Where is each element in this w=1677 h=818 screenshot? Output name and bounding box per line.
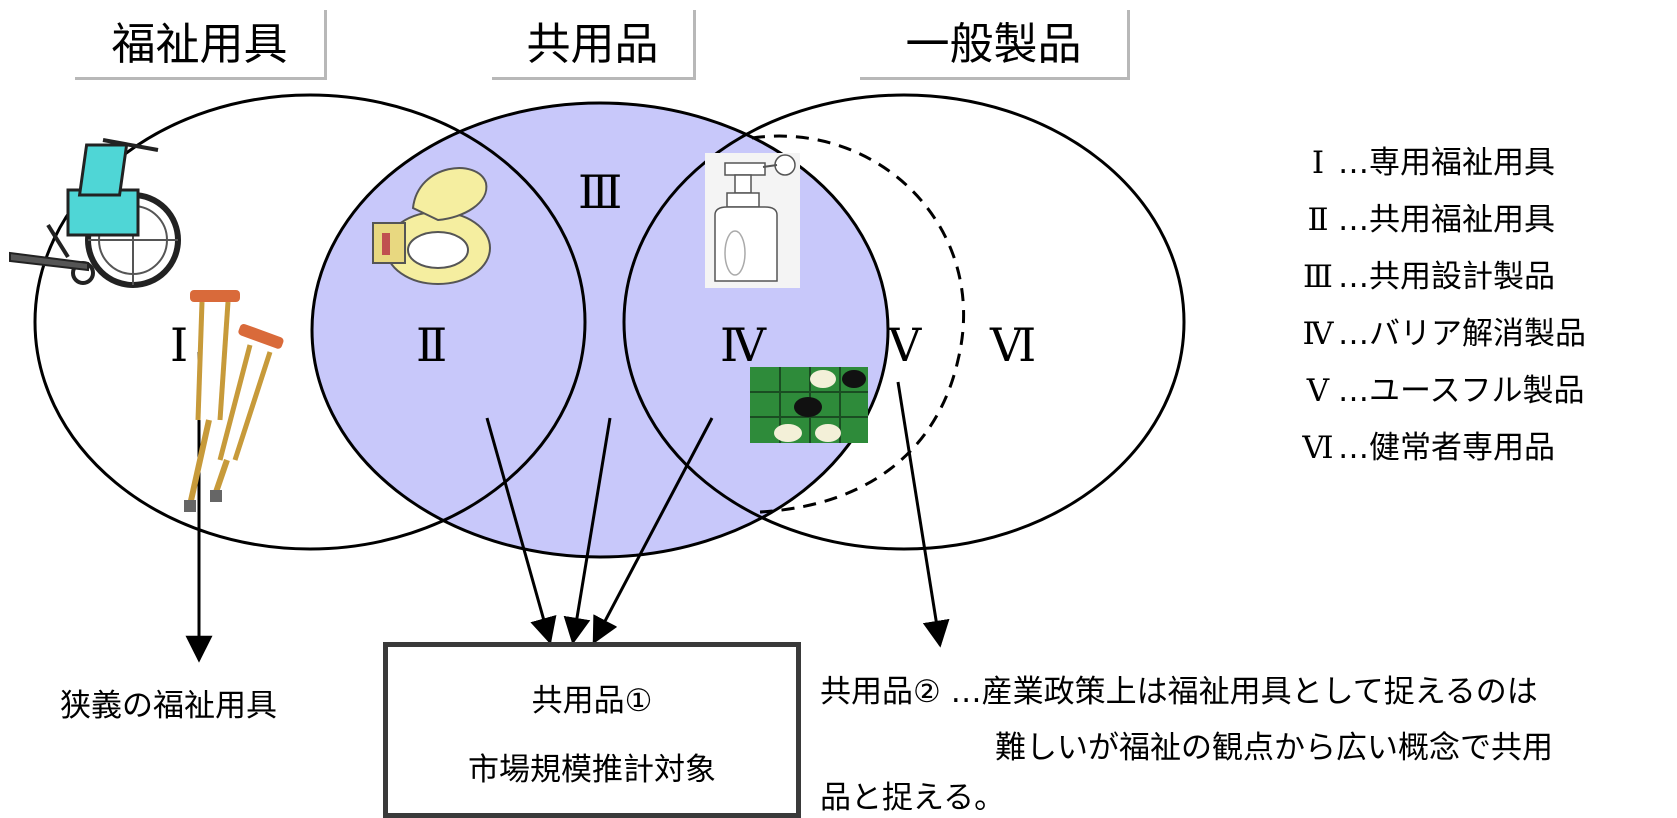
region-5-label: Ⅴ	[888, 318, 922, 372]
region-6-label: Ⅵ	[990, 318, 1037, 372]
legend-row-3: Ⅲ…共用設計製品	[1303, 259, 1555, 295]
region-4-label: Ⅳ	[720, 318, 766, 372]
target-box-subtitle: 市場規模推計対象	[468, 752, 716, 788]
arrow-region2-to-target	[485, 417, 557, 645]
region-2-label: Ⅱ	[416, 318, 448, 372]
welfare-tools-circle	[33, 93, 587, 551]
pump-bottle-icon	[705, 153, 800, 288]
legend-row-2: Ⅱ…共用福祉用具	[1307, 202, 1555, 238]
narrow-welfare-label: 狭義の福祉用具	[60, 688, 277, 724]
shared-products-circle	[310, 101, 890, 559]
arrow-region5-to-shared2	[896, 381, 950, 648]
wheelchair-icon	[9, 138, 181, 288]
toilet-seat-icon	[372, 167, 491, 285]
market-size-target-box: 共用品① 市場規模推計対象	[383, 642, 801, 818]
legend-row-1: Ⅰ…専用福祉用具	[1311, 145, 1555, 181]
legend-row-6: Ⅵ…健常者専用品	[1302, 430, 1555, 466]
arrow-region4-to-target	[592, 417, 714, 645]
legend-row-4: Ⅳ…バリア解消製品	[1302, 316, 1587, 352]
header-general-products: 一般製品	[860, 10, 1130, 80]
header-welfare-tools: 福祉用具	[75, 10, 327, 80]
legend: Ⅰ…専用福祉用具 Ⅱ…共用福祉用具 Ⅲ…共用設計製品 Ⅳ…バリア解消製品 Ⅴ…ユ…	[1298, 135, 1586, 477]
shared2-line3: 品と捉える。	[820, 780, 1006, 816]
general-products-circle	[622, 93, 1186, 551]
target-box-title: 共用品①	[531, 683, 653, 719]
legend-row-5: Ⅴ…ユースフル製品	[1306, 373, 1585, 409]
shared2-line2: 難しいが福祉の観点から広い概念で共用	[995, 730, 1553, 766]
header-shared-products: 共用品	[492, 10, 696, 80]
shared2-line1: 共用品② …産業政策上は福祉用具として捉えるのは	[820, 674, 1538, 710]
crutches-icon	[184, 290, 284, 512]
board-game-icon	[750, 367, 868, 443]
arrow-region3-to-target	[563, 417, 612, 645]
region-1-label: Ⅰ	[170, 318, 189, 372]
region-3-label: Ⅲ	[578, 165, 623, 219]
